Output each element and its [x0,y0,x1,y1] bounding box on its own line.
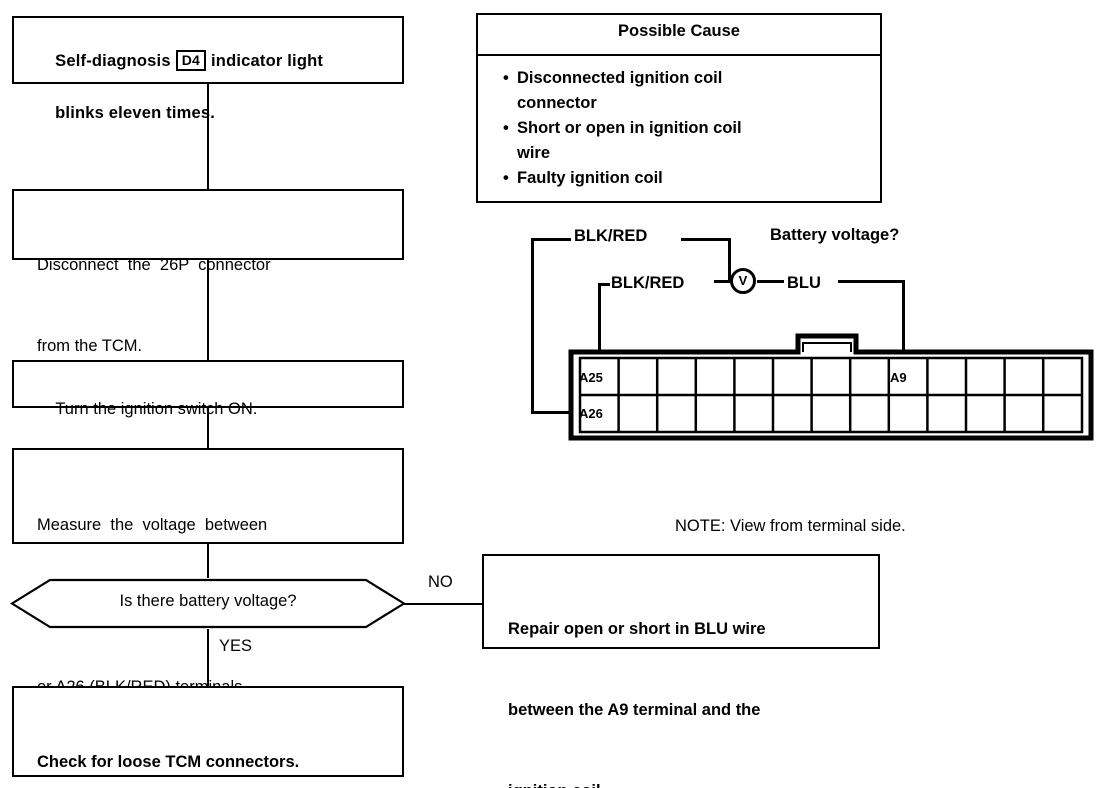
voltmeter-label: V [738,273,748,288]
terminal-label-a25: A25 [579,370,603,385]
connector-view-note: NOTE: View from terminal side. [675,517,906,535]
trigger-line1-part1: Self-diagnosis [55,52,171,70]
terminal-label-a26: A26 [579,406,603,421]
wire-upper-blkred-meter-drop [728,238,731,281]
flow-box-repair-text: Repair open or short in BLU wire between… [508,562,878,788]
wire-label-blu: BLU [787,274,821,292]
wire-upper-blkred-stub [531,238,571,241]
bullet-glyph-icon: • [503,69,509,87]
flow-connector-1 [207,84,209,189]
wire-label-blk-red-lower: BLK/RED [611,274,685,292]
ignition-line1: Turn the ignition switch ON. [55,400,258,418]
wire-upper-blkred-drop [531,238,534,413]
disconnect-line1: Disconnect the 26P connector [37,256,271,274]
bullet-glyph-icon: • [503,119,509,137]
wire-lower-blkred-drop [598,283,601,352]
repair-line3: ignition coil. [508,778,878,788]
branch-no-line [404,603,482,605]
repair-line2: between the A9 terminal and the [508,701,761,719]
possible-cause-title: Possible Cause [618,22,740,40]
disconnect-line2: from the TCM. [37,337,143,355]
bullet-glyph-icon: • [503,169,509,187]
list-item: • Short or open in ignition coil wire [503,116,863,166]
repair-line1: Repair open or short in BLU wire [508,620,766,638]
flow-connector-4 [207,544,209,578]
measure-line1: Measure the voltage between [37,516,268,534]
flow-box-repair [482,554,880,649]
flow-box-measure [12,448,404,544]
wire-label-blk-red-upper: BLK/RED [574,227,648,245]
wire-blu-drop [902,280,905,350]
flow-connector-3 [207,408,209,448]
flow-box-ignition-on [12,360,404,408]
battery-voltage-question: Battery voltage? [770,226,900,244]
wire-upper-blkred-into-a26 [531,411,576,414]
final-line1: Check for loose TCM connectors. [37,753,300,771]
cause-2-line1: Short or open in ignition coil [517,119,742,137]
trigger-line1-part2: indicator light [211,52,324,70]
branch-yes-label: YES [219,637,253,655]
cause-2-line2: wire [517,144,551,162]
flow-connector-2 [207,260,209,360]
wire-lower-blkred-stub [598,283,610,286]
connector-26p-graphic [566,325,1096,445]
wire-lower-blkred-to-meter [714,280,732,283]
wire-upper-blkred-to-meter [681,238,731,241]
flow-box-final-text: Check for loose TCM connectors. If neces… [37,695,397,788]
flow-box-trigger [12,16,404,84]
voltmeter-icon: V [730,268,756,294]
cause-3-line1: Faulty ignition coil [517,169,663,187]
wire-blu-right-run [838,280,905,283]
cause-1-line1: Disconnected ignition coil [517,69,723,87]
d4-badge: D4 [175,50,207,71]
cause-1-line2: connector [517,94,597,112]
possible-cause-bullet-list: • Disconnected ignition coil connector •… [503,66,863,191]
possible-cause-divider [478,54,880,56]
list-item: • Faulty ignition coil [503,166,863,191]
flow-box-ignition-on-text: Turn the ignition switch ON. [37,372,397,447]
wire-blu-from-meter [757,280,784,283]
list-item: • Disconnected ignition coil connector [503,66,863,116]
decision-hexagon: Is there battery voltage? [10,578,406,629]
decision-question: Is there battery voltage? [119,592,297,610]
flow-box-final [12,686,404,777]
flow-box-disconnect-text: Disconnect the 26P connector from the TC… [37,198,397,414]
possible-cause-panel [476,13,882,203]
flow-box-disconnect [12,189,404,260]
branch-yes-line [207,629,209,686]
terminal-label-a9: A9 [890,370,907,385]
branch-no-label: NO [428,573,453,591]
trigger-line2: blinks eleven times. [55,104,216,122]
